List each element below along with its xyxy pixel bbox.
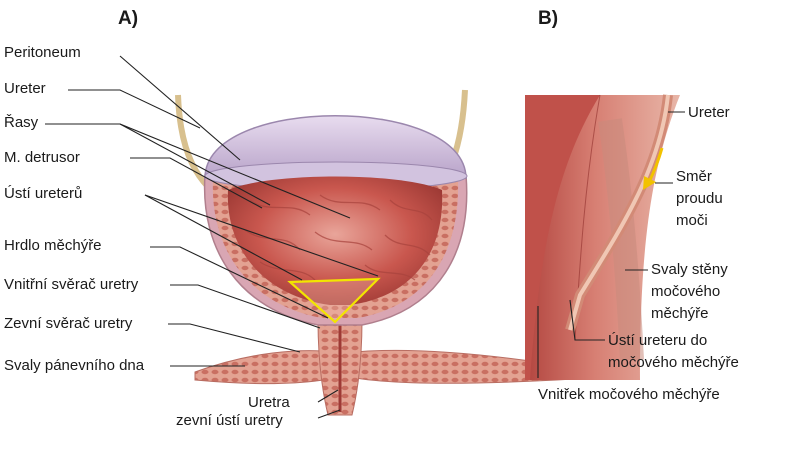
trigone-outline [287,277,381,324]
label-vnitrek: Vnitřek močového měchýře [538,386,720,403]
label-svaly-1: Svaly stěny [651,261,728,278]
flow-arrow-head [643,176,656,190]
label-svaly-3: měchýře [651,305,709,322]
wall-muscle [598,118,644,361]
label-usti-2: močového měchýře [608,354,739,371]
label-ureter: Ureter [4,80,46,97]
bladder-illustration [175,89,591,416]
label-detrusor: M. detrusor [4,149,80,166]
label-zevni-sverac: Zevní svěrač uretry [4,315,133,332]
panel-b-title: B) [538,8,559,29]
bladder-interior [525,95,600,380]
ureter-detail-illustration [525,94,680,380]
panel-a-title: A) [118,8,139,29]
rugae [244,194,433,281]
label-smer-1: Směr [676,168,712,185]
pelvic-floor-left [194,350,336,385]
label-vnitrni-sverac: Vnitřní svěrač uretry [4,276,139,293]
leader-lines-a [45,55,379,419]
label-svaly-2: močového [651,283,721,300]
label-usti-ureteru: Ústí ureterů [4,185,83,202]
label-smer-3: moči [676,212,708,229]
label-peritoneum: Peritoneum [4,44,81,61]
label-svaly-panevniho-dna: Svaly pánevního dna [4,357,145,374]
label-usti-1: Ústí ureteru do [608,332,708,349]
label-hrdlo: Hrdlo měchýře [4,237,102,254]
label-rasy: Řasy [4,114,39,131]
label-smer-2: proudu [676,190,723,207]
label-uretra: Uretra [248,394,290,411]
ureter-lumen [568,94,670,331]
label-b-ureter: Ureter [688,104,730,121]
label-zevni-usti: zevní ústí uretry [176,412,283,429]
leader-lines-b [537,111,685,378]
